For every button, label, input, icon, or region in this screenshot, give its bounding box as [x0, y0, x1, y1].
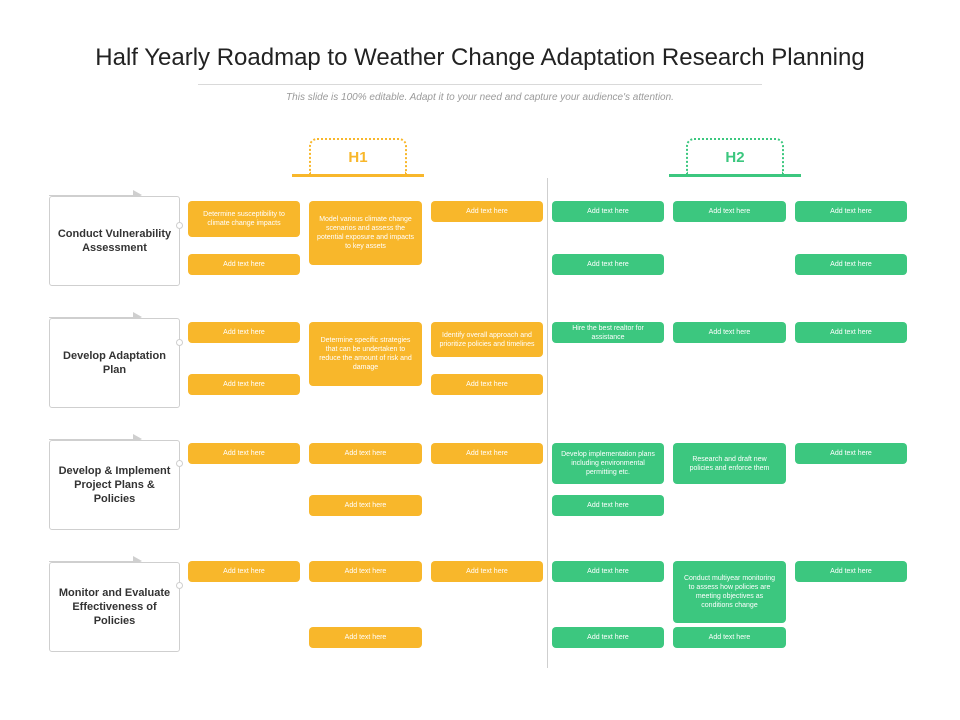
task-box: Research and draft new policies and enfo… [673, 443, 786, 484]
row-connector-dot [176, 582, 183, 589]
row-label-card: Develop Adaptation Plan [49, 318, 180, 408]
task-box: Add text here [795, 201, 907, 222]
task-box: Add text here [552, 495, 664, 516]
row-label-card: Develop & Implement Project Plans & Poli… [49, 440, 180, 530]
row-connector-dot [176, 460, 183, 467]
row-connector-dot [176, 339, 183, 346]
row-label-card: Monitor and Evaluate Effectiveness of Po… [49, 562, 180, 652]
task-box: Add text here [552, 201, 664, 222]
h1-underline [292, 174, 424, 177]
task-box: Add text here [188, 561, 300, 582]
row-connector-dot [176, 222, 183, 229]
title-divider [198, 84, 762, 85]
row-flag-arrow-icon [133, 190, 142, 200]
task-box: Add text here [795, 322, 907, 343]
row-label-card: Conduct Vulnerability Assessment [49, 196, 180, 286]
task-box: Add text here [188, 374, 300, 395]
row-flag-arrow-icon [133, 312, 142, 322]
row-flag-arrow-icon [133, 434, 142, 444]
task-box: Add text here [431, 374, 543, 395]
task-box: Add text here [188, 322, 300, 343]
task-box: Add text here [431, 561, 543, 582]
task-box: Develop implementation plans including e… [552, 443, 664, 484]
task-box: Add text here [552, 627, 664, 648]
task-box: Add text here [673, 627, 786, 648]
task-box: Add text here [552, 254, 664, 275]
task-box: Add text here [309, 495, 422, 516]
task-box: Add text here [673, 322, 786, 343]
row-flag-line [49, 439, 133, 440]
row-flag-line [49, 317, 133, 318]
task-box: Add text here [673, 201, 786, 222]
page-title: Half Yearly Roadmap to Weather Change Ad… [95, 44, 865, 71]
task-box: Add text here [188, 443, 300, 464]
task-box: Conduct multiyear monitoring to assess h… [673, 561, 786, 623]
task-box: Add text here [552, 561, 664, 582]
task-box: Add text here [309, 443, 422, 464]
row-flag-line [49, 195, 133, 196]
row-flag-arrow-icon [133, 556, 142, 566]
task-box: Add text here [309, 627, 422, 648]
task-box: Determine specific strategies that can b… [309, 322, 422, 386]
h1-label: H1 [309, 138, 407, 174]
task-box: Model various climate change scenarios a… [309, 201, 422, 265]
task-box: Add text here [309, 561, 422, 582]
task-box: Identify overall approach and prioritize… [431, 322, 543, 357]
task-box: Hire the best realtor for assistance [552, 322, 664, 343]
row-flag-line [49, 561, 133, 562]
h2-label: H2 [686, 138, 784, 174]
task-box: Add text here [431, 443, 543, 464]
task-box: Add text here [188, 254, 300, 275]
task-box: Add text here [795, 254, 907, 275]
task-box: Determine susceptibility to climate chan… [188, 201, 300, 237]
task-box: Add text here [795, 561, 907, 582]
page-subtitle: This slide is 100% editable. Adapt it to… [286, 92, 674, 103]
task-box: Add text here [431, 201, 543, 222]
task-box: Add text here [795, 443, 907, 464]
half-divider [547, 178, 548, 668]
h2-underline [669, 174, 801, 177]
